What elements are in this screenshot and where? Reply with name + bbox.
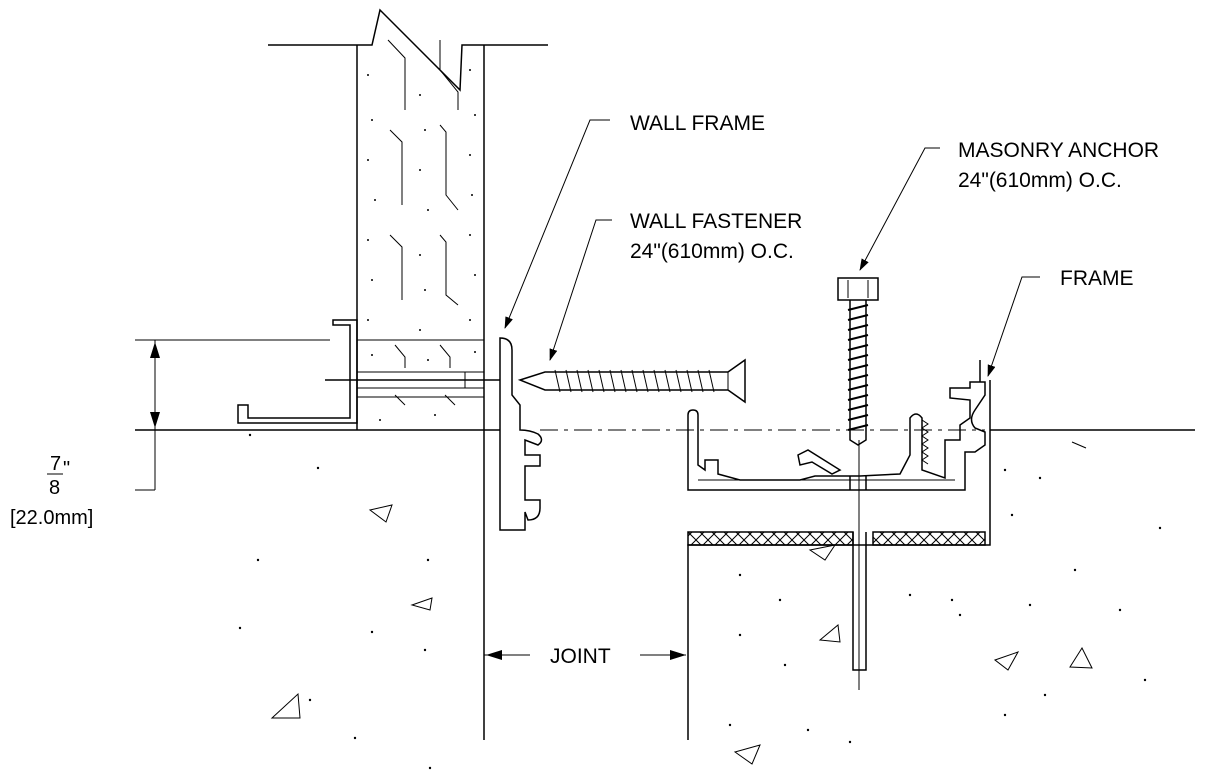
- callout-masonry-anchor: MASONRY ANCHOR 24"(610mm) O.C.: [859, 139, 1159, 271]
- wall-stipple: [367, 69, 476, 421]
- gasket-clip: [797, 449, 842, 475]
- masonry-anchor-label-1: MASONRY ANCHOR: [958, 139, 1159, 162]
- cover-plate-center-block: [849, 476, 867, 490]
- height-dimension: 7 " 8 [22.0mm]: [10, 339, 330, 529]
- dimension-metric: [22.0mm]: [10, 507, 93, 529]
- crosshatch-pad-right: [872, 531, 986, 546]
- dimension-inch-mark: ": [63, 458, 70, 480]
- dimension-denominator: 8: [49, 477, 60, 499]
- wall-fastener-screw: [517, 358, 746, 404]
- wall-frame-extrusion: [499, 337, 543, 531]
- callout-wall-fastener: WALL FASTENER 24"(610mm) O.C.: [549, 210, 802, 361]
- wall-fastener-label-1: WALL FASTENER: [630, 210, 802, 233]
- wall-fastener-label-2: 24"(610mm) O.C.: [630, 240, 794, 263]
- masonry-wall: [268, 8, 548, 740]
- frame-label: FRAME: [1060, 267, 1134, 290]
- serrated-clip: [921, 419, 929, 465]
- callout-wall-frame: WALL FRAME: [504, 112, 765, 329]
- masonry-anchor-bolt: [837, 277, 879, 446]
- fastener-sleeve: [325, 339, 500, 398]
- crosshatch-pad-left: [687, 531, 854, 546]
- joint-dimension: JOINT: [484, 645, 686, 668]
- concrete-slab-right: [687, 430, 991, 740]
- concrete-stipple: [238, 433, 1162, 770]
- dimension-numerator: 7: [50, 453, 61, 475]
- base-angle-left: [237, 319, 358, 424]
- wall-frame-label: WALL FRAME: [630, 112, 765, 135]
- joint-label: JOINT: [550, 645, 611, 668]
- concrete-aggregate: [270, 441, 1093, 765]
- cover-plate-channel: [687, 381, 986, 491]
- wall-break-marks: [387, 39, 459, 406]
- masonry-anchor-label-2: 24"(610mm) O.C.: [958, 169, 1122, 192]
- frame-angle-right: [979, 360, 991, 430]
- callout-frame: FRAME: [987, 267, 1134, 377]
